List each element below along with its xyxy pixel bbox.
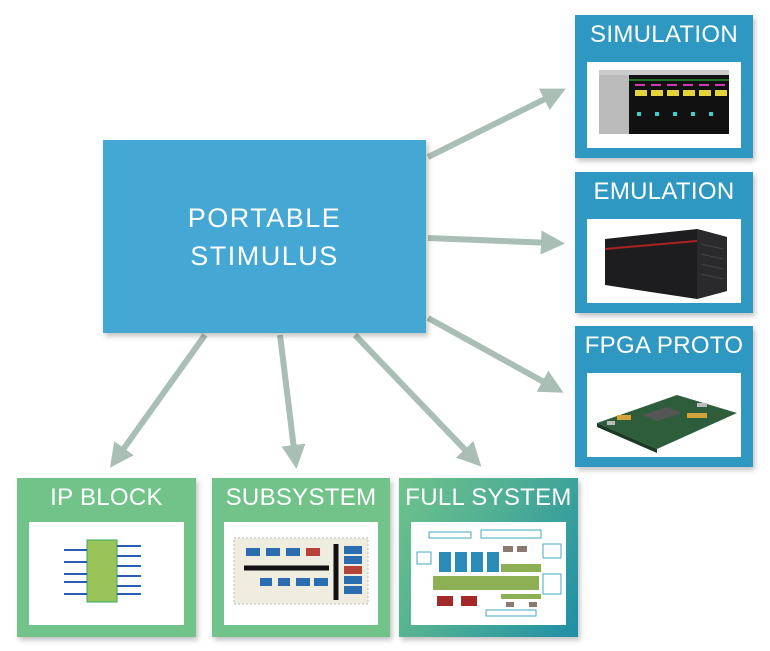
simulation-box: SIMULATION (575, 15, 753, 158)
simulation-image (587, 62, 741, 148)
full-system-image (411, 522, 566, 625)
arrow-to-fpga (426, 315, 564, 393)
subsystem-image (224, 522, 378, 625)
ip-block-image (29, 522, 184, 625)
full-system-box: FULL SYSTEM (399, 478, 578, 637)
arrow-to-simulation (426, 88, 566, 160)
center-line2: STIMULUS (190, 240, 339, 271)
subsystem-box: SUBSYSTEM (212, 478, 390, 637)
simulation-title: SIMULATION (590, 21, 738, 48)
fpga-image (587, 373, 741, 457)
arrow-to-ip-block (110, 333, 208, 468)
ip-block-box: IP BLOCK (17, 478, 196, 637)
arrow-to-subsystem (277, 334, 306, 469)
fpga-proto-box: FPGA PROTO (575, 326, 753, 467)
emulation-title: EMULATION (593, 178, 735, 205)
arrow-to-emulation (427, 230, 565, 255)
full-system-title: FULL SYSTEM (405, 484, 572, 511)
subsystem-title: SUBSYSTEM (225, 484, 377, 511)
ip-block-title: IP BLOCK (50, 484, 163, 511)
emulation-image (587, 219, 741, 303)
portable-stimulus-box: PORTABLE STIMULUS (103, 140, 426, 333)
arrow-to-full-system (352, 332, 482, 467)
emulation-box: EMULATION (575, 172, 753, 313)
fpga-title: FPGA PROTO (584, 332, 744, 359)
center-line1: PORTABLE (187, 202, 342, 233)
